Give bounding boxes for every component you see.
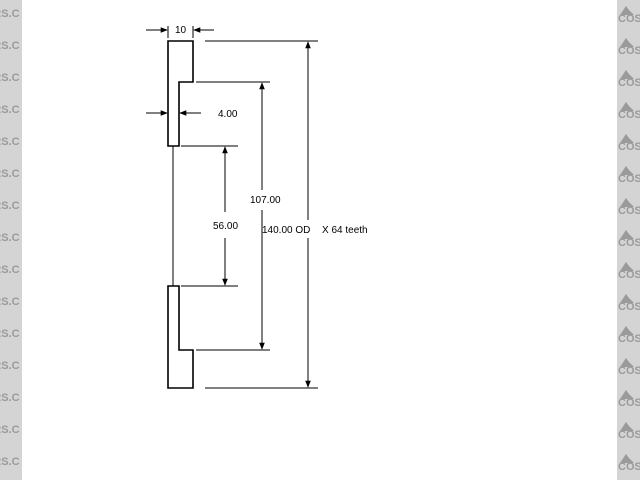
watermark-text: COSTI: [618, 45, 640, 57]
watermark-strip-right: COSTI COSTI COSTI COSTI COSTI COSTI COSTI COSTI…: [617, 0, 640, 480]
watermark-text: COSTI: [618, 365, 640, 377]
watermark-logo-icon: [620, 2, 634, 15]
watermark-text: DERS.C: [0, 40, 20, 52]
watermark-logo-icon: [620, 450, 634, 463]
watermark-strip-left: DERS.C DERS.C DERS.C DERS.C DERS.C DERS.C DERS…: [0, 0, 22, 480]
watermark-logo-icon: [620, 354, 634, 367]
watermark-text: DERS.C: [0, 296, 20, 308]
watermark-logo-icon: [620, 130, 634, 143]
teeth-count-label: X 64 teeth: [322, 225, 368, 236]
watermark-text: DERS.C: [0, 392, 20, 404]
watermark-text: COSTI: [618, 205, 640, 217]
watermark-text: DERS.C: [0, 232, 20, 244]
watermark-text: DERS.C: [0, 168, 20, 180]
watermark-logo-icon: [620, 194, 634, 207]
watermark-text: DERS.C: [0, 72, 20, 84]
watermark-text: COSTI: [618, 173, 640, 185]
watermark-text: DERS.C: [0, 328, 20, 340]
outer-diameter-label: 140.00 OD: [262, 225, 310, 236]
watermark-logo-icon: [620, 66, 634, 79]
watermark-text: DERS.C: [0, 456, 20, 468]
watermark-logo-icon: [620, 258, 634, 271]
watermark-logo-icon: [620, 418, 634, 431]
part-outline: [167, 40, 194, 147]
step-depth-label: 4.00: [218, 109, 238, 120]
watermark-text: COSTI: [618, 13, 640, 25]
part-outline-lower: [167, 285, 194, 389]
watermark-logo-icon: [620, 290, 634, 303]
watermark-text: COSTI: [618, 77, 640, 89]
watermark-logo-icon: [620, 162, 634, 175]
watermark-logo-icon: [620, 386, 634, 399]
step-span-label: 107.00: [250, 195, 281, 206]
watermark-logo-icon: [620, 322, 634, 335]
watermark-text: DERS.C: [0, 264, 20, 276]
watermark-text: DERS.C: [0, 136, 20, 148]
watermark-text: COSTI: [618, 141, 640, 153]
watermark-text: COSTI: [618, 269, 640, 281]
watermark-text: DERS.C: [0, 424, 20, 436]
watermark-text: COSTI: [618, 237, 640, 249]
watermark-logo-icon: [620, 34, 634, 47]
watermark-text: DERS.C: [0, 104, 20, 116]
watermark-logo-icon: [620, 226, 634, 239]
watermark-text: COSTI: [618, 461, 640, 473]
watermark-text: DERS.C: [0, 8, 20, 20]
watermark-text: COSTI: [618, 333, 640, 345]
watermark-text: COSTI: [618, 429, 640, 441]
watermark-text: DERS.C: [0, 360, 20, 372]
watermark-text: COSTI: [618, 109, 640, 121]
inner-gap-label: 56.00: [213, 221, 238, 232]
watermark-text: COSTI: [618, 301, 640, 313]
watermark-text: COSTI: [618, 397, 640, 409]
watermark-text: DERS.C: [0, 200, 20, 212]
watermark-logo-icon: [620, 98, 634, 111]
width-dimension-label: 10: [175, 25, 187, 36]
